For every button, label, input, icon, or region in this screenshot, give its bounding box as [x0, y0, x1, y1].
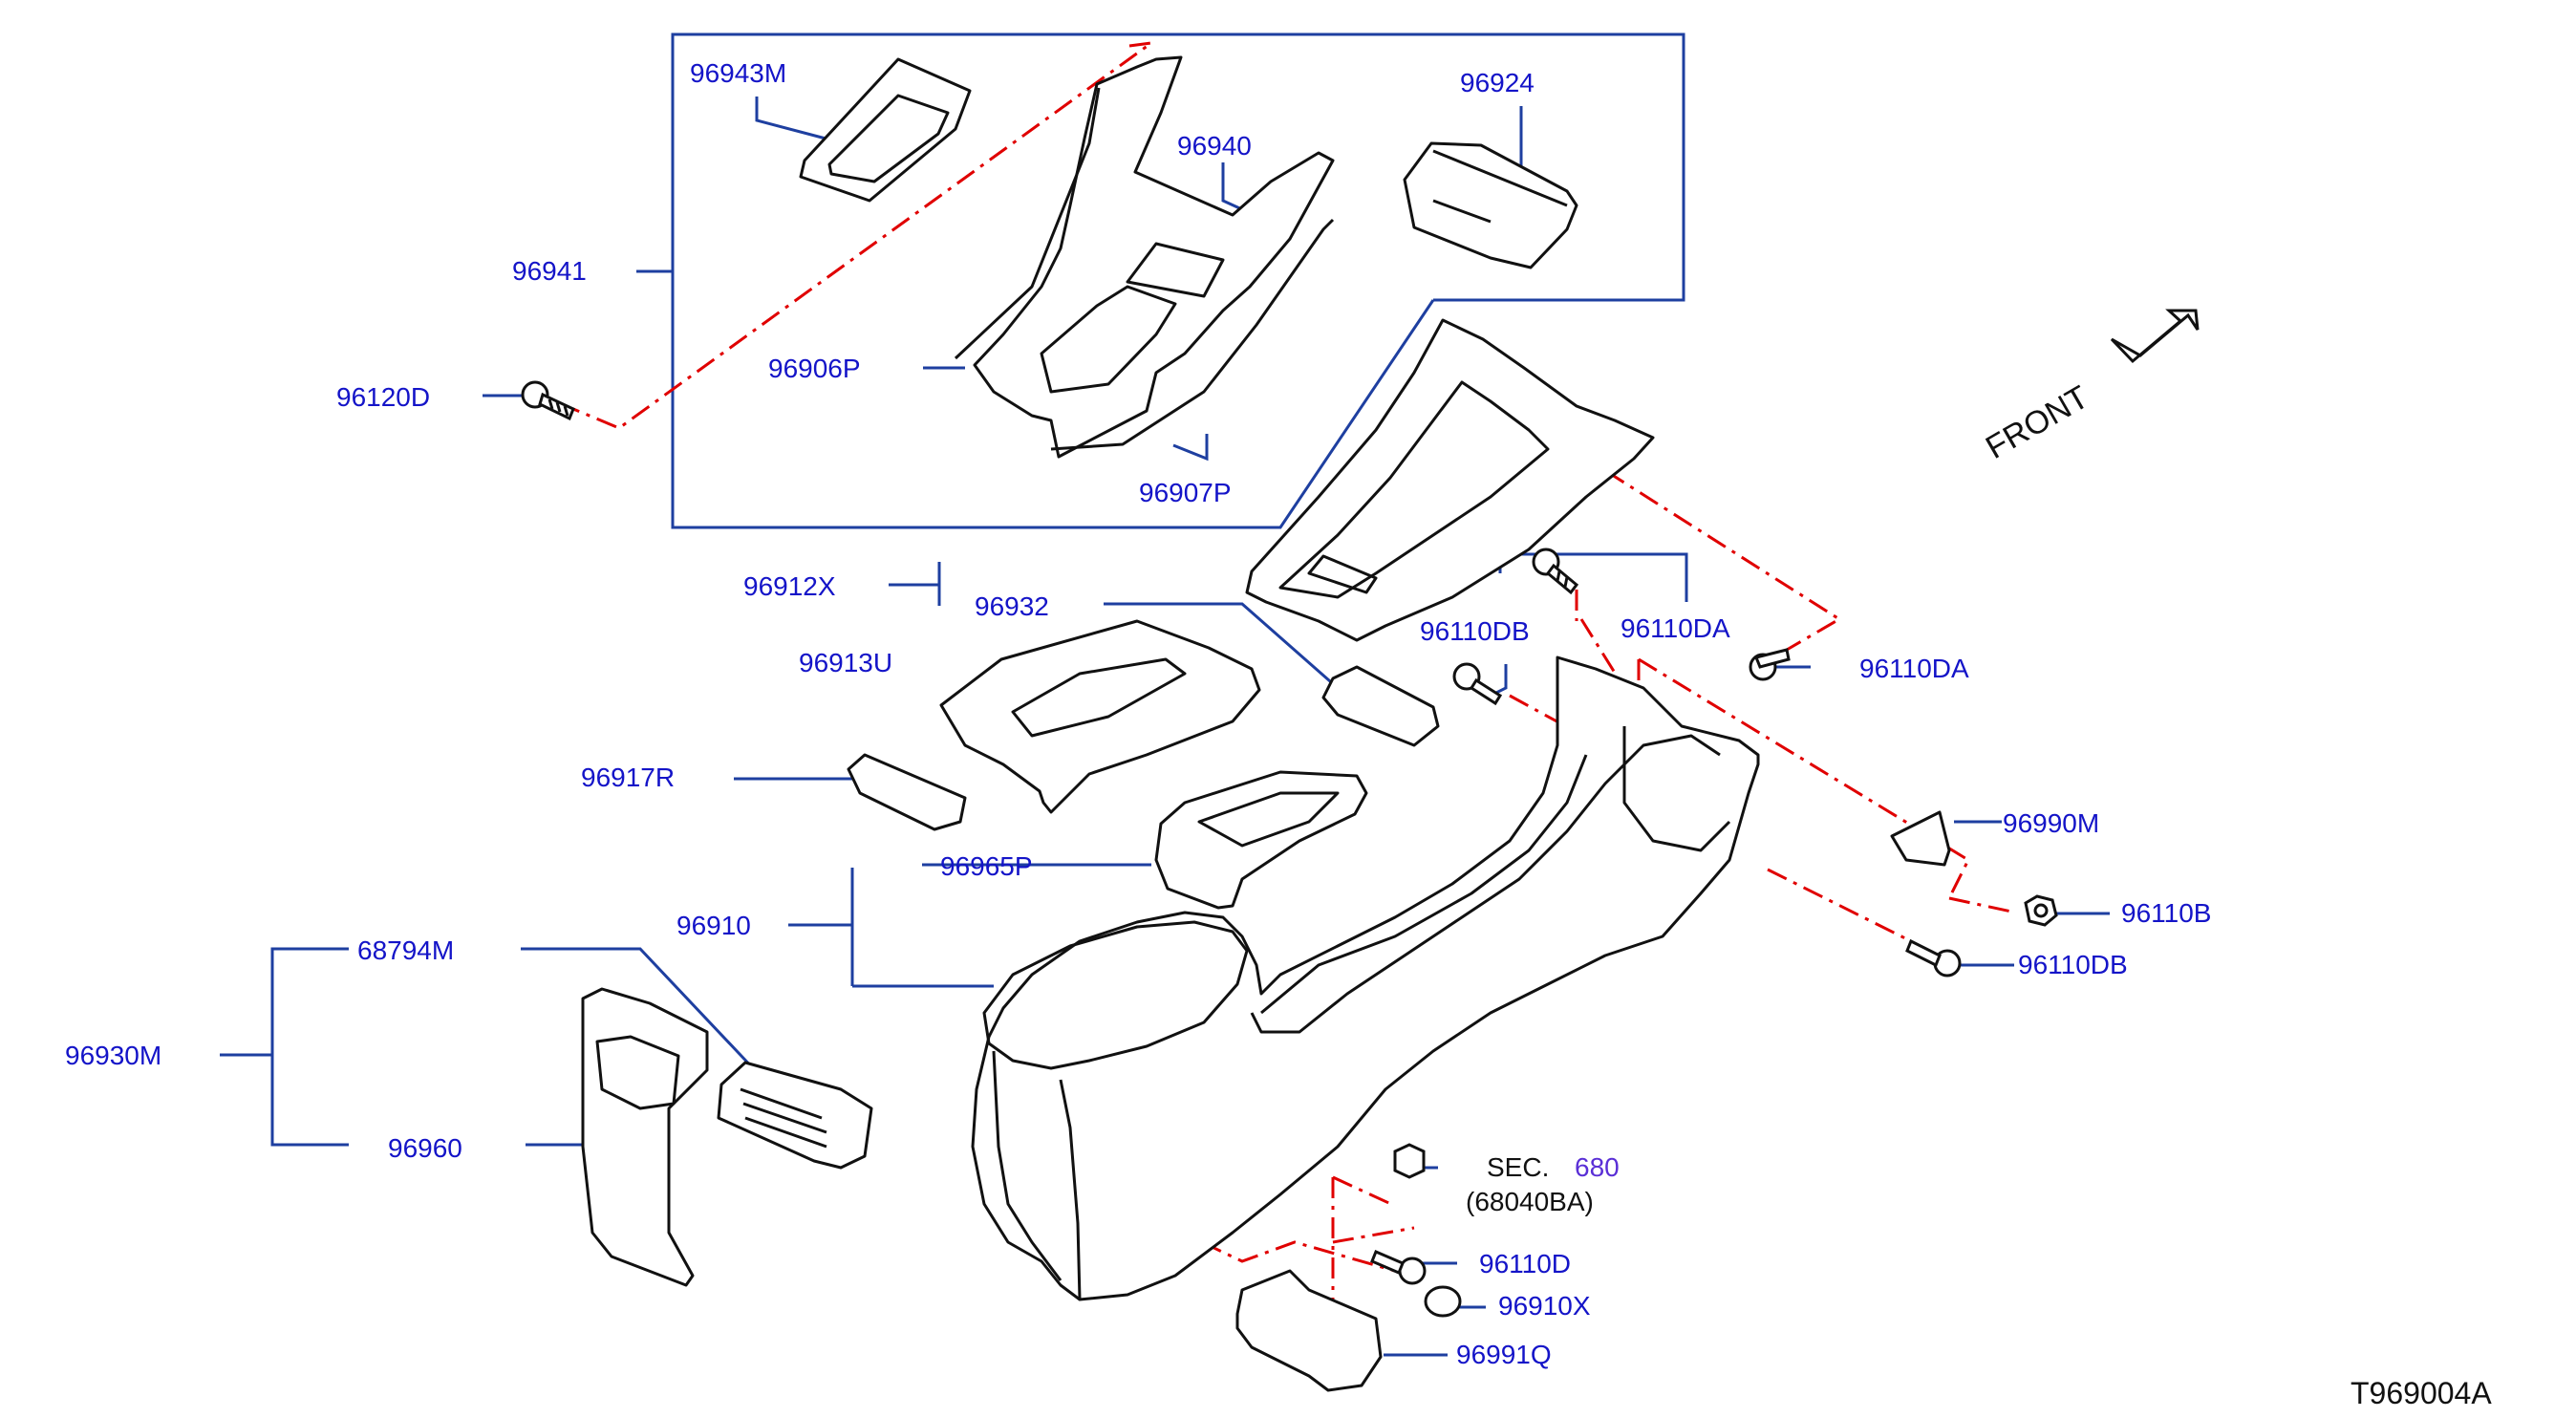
callout-96110db-1[interactable]: 96110DB [1420, 616, 1530, 646]
nut-96110b [2024, 894, 2058, 927]
callout-96965p[interactable]: 96965P [940, 851, 1033, 881]
group-box-96941 [671, 32, 1685, 529]
callout-96120d[interactable]: 96120D [336, 382, 431, 412]
callout-96910x[interactable]: 96910X [1498, 1291, 1591, 1321]
parts [581, 55, 1951, 1392]
part-96991q [1235, 1269, 1383, 1392]
callout-96110b[interactable]: 96110B [2121, 898, 2212, 928]
callout-96906p[interactable]: 96906P [768, 354, 861, 383]
part-96913u [939, 619, 1261, 814]
callout-96943m[interactable]: 96943M [690, 58, 787, 88]
grommet-96910x [1424, 1285, 1462, 1318]
part-96943m [799, 57, 972, 203]
nut-68040ba [1393, 1143, 1426, 1179]
section-number-link[interactable]: 680 [1575, 1152, 1620, 1182]
part-96960 [581, 987, 709, 1287]
callout-96110da-1[interactable]: 96110DA [1621, 613, 1730, 643]
part-96912x [1245, 318, 1655, 642]
part-68794m [717, 1061, 873, 1170]
screw-96110d [1370, 1250, 1427, 1285]
screw-96110db-1 [1452, 662, 1503, 706]
fasteners [521, 380, 2058, 1318]
screw-96120d [521, 380, 575, 421]
callout-96991q[interactable]: 96991Q [1456, 1340, 1552, 1369]
part-96932 [1321, 665, 1440, 747]
callout-96924[interactable]: 96924 [1460, 68, 1535, 97]
diagram-reference-code: T969004A [2351, 1376, 2492, 1410]
callout-96940[interactable]: 96940 [1177, 131, 1252, 161]
part-96940 [954, 55, 1335, 459]
part-96990m [1890, 810, 1951, 867]
callout-96907p[interactable]: 96907P [1139, 478, 1232, 507]
part-96965p [1154, 770, 1368, 910]
callout-96913u[interactable]: 96913U [799, 648, 893, 677]
callout-68794m[interactable]: 68794M [357, 935, 455, 965]
screw-96110da-2 [1749, 648, 1791, 681]
part-96917r [847, 753, 967, 831]
front-arrow-icon [2110, 309, 2200, 364]
callout-96110d[interactable]: 96110D [1479, 1249, 1572, 1278]
part-96910 [971, 655, 1760, 1301]
screw-96110db-2 [1905, 938, 1962, 978]
callout-96941[interactable]: 96941 [512, 256, 587, 286]
section-prefix: SEC. [1487, 1152, 1550, 1182]
part-96924 [1403, 141, 1578, 269]
callout-96110db-2[interactable]: 96110DB [2018, 950, 2128, 979]
callout-96960[interactable]: 96960 [388, 1133, 462, 1163]
callout-96917r[interactable]: 96917R [581, 763, 676, 792]
section-sub-part: (68040BA) [1466, 1187, 1594, 1216]
callout-96930m[interactable]: 96930M [65, 1041, 162, 1070]
callout-96912x[interactable]: 96912X [743, 571, 836, 601]
callout-96932[interactable]: 96932 [975, 591, 1049, 621]
callout-96110da-2[interactable]: 96110DA [1859, 654, 1969, 683]
screw-96110da-1 [1532, 548, 1579, 595]
callout-96910[interactable]: 96910 [676, 911, 751, 940]
callout-96990m[interactable]: 96990M [2003, 808, 2100, 838]
